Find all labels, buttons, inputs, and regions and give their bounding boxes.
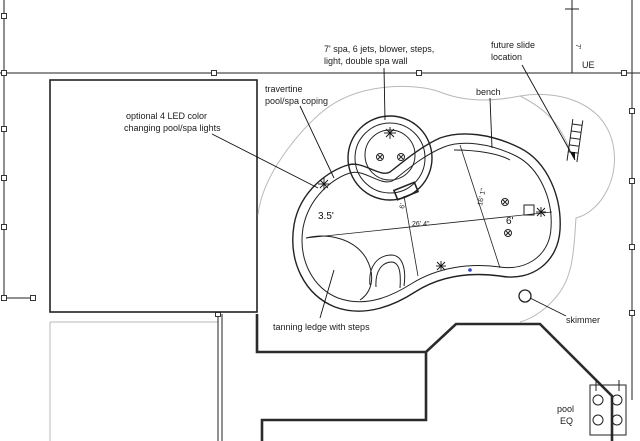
lower-structure — [49, 312, 223, 441]
deck-outline — [257, 85, 615, 323]
setback-label: 7' — [574, 44, 581, 49]
spa-light-icon — [384, 127, 396, 139]
length-dimension: 26' 4" — [305, 211, 553, 239]
slide-note: future slide location — [491, 40, 535, 62]
structure-outline — [49, 79, 258, 313]
svg-text:EQ: EQ — [560, 416, 573, 426]
skimmer-lid — [523, 204, 535, 216]
shallow-depth-label: 3.5' — [318, 211, 334, 222]
equipment-note: pool EQ — [557, 404, 574, 426]
spa-note: 7' spa, 6 jets, blower, steps, light, do… — [324, 44, 434, 66]
pool-coping-inner — [301, 142, 552, 303]
lights-note: optional 4 LED color changing pool/spa l… — [124, 111, 221, 133]
skimmer-icon — [518, 289, 532, 303]
house-footprint — [255, 314, 614, 441]
spa-outer-wall — [347, 115, 433, 201]
svg-text:pool: pool — [557, 404, 574, 414]
skimmer-label: skimmer — [566, 315, 600, 325]
return-fitting — [468, 268, 472, 272]
spa-spillway — [392, 181, 420, 201]
spa-dimension: 6' — [399, 203, 407, 209]
deck-edge — [519, 95, 571, 151]
ledge-step — [369, 254, 406, 287]
svg-text:location: location — [491, 52, 522, 62]
spa-to-step-dimension — [403, 195, 419, 277]
pool-light-icon — [436, 261, 446, 271]
svg-text:changing pool/spa lights: changing pool/spa lights — [124, 123, 221, 133]
width-label: 16' 1" — [477, 187, 488, 206]
main-drain-icon — [501, 198, 512, 237]
property-line — [0, 0, 640, 400]
svg-text:light, double spa wall: light, double spa wall — [324, 56, 408, 66]
svg-text:pool/spa coping: pool/spa coping — [265, 96, 328, 106]
svg-text:7' spa, 6 jets, blower, steps,: 7' spa, 6 jets, blower, steps, — [324, 44, 434, 54]
deep-depth-label: 6' — [506, 216, 514, 227]
easement-dimension: 7' UE — [565, 0, 595, 73]
pool-light-icon — [318, 178, 330, 190]
bench-label: bench — [476, 87, 501, 97]
annotation-leaders — [211, 64, 576, 319]
ledge-note: tanning ledge with steps — [273, 322, 370, 332]
tanning-ledge — [305, 235, 373, 301]
ue-label: UE — [582, 60, 595, 70]
width-dimension: 16' 1" — [459, 144, 501, 269]
pool-coping-outer — [292, 133, 561, 312]
ledge-step-inner — [375, 261, 401, 289]
length-label: 26' 4" — [412, 221, 430, 228]
spa-jets — [376, 153, 405, 161]
slide-icon — [566, 119, 584, 163]
pool-bench — [453, 149, 511, 161]
spa-inner-wall — [354, 122, 426, 194]
pool-light-icon — [536, 207, 546, 217]
svg-text:future slide: future slide — [491, 40, 535, 50]
pool-equipment-icon — [589, 380, 627, 436]
svg-text:travertine: travertine — [265, 84, 303, 94]
house-footprint-lower — [260, 352, 428, 441]
svg-text:optional 4 LED color: optional 4 LED color — [126, 111, 207, 121]
coping-note: travertine pool/spa coping — [265, 84, 328, 106]
